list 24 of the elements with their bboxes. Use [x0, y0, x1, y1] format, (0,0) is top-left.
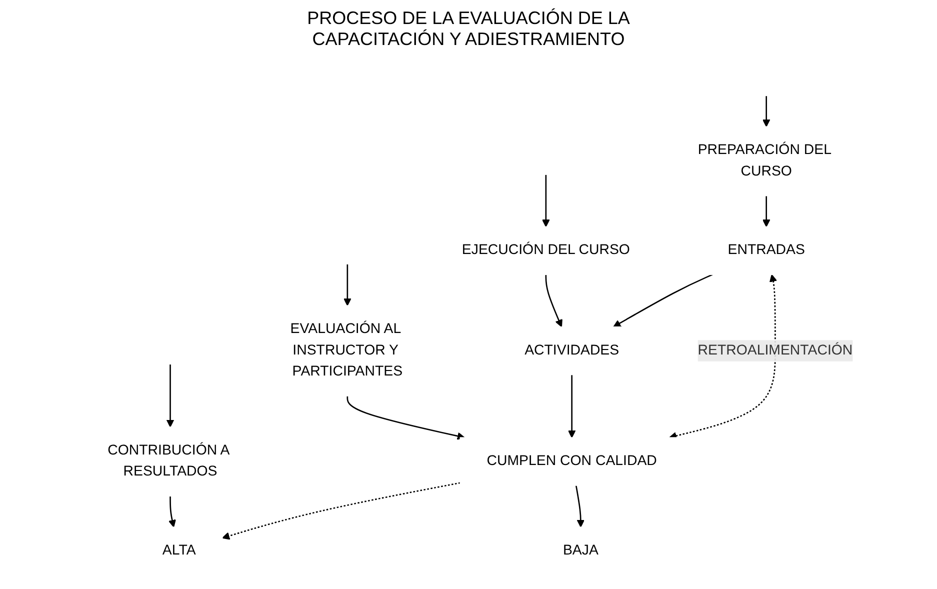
arrow: [762, 195, 770, 227]
node-text: PREPARACIÓN DEL CURSO: [698, 142, 832, 178]
node-text: ALTA: [162, 542, 196, 558]
arrow: [542, 174, 550, 227]
arrow: [166, 364, 174, 427]
arrow: [576, 484, 585, 527]
node-text: CONTRIBUCIÓN A RESULTADOS: [108, 442, 230, 479]
arrow: [222, 482, 461, 540]
arrow: [669, 274, 778, 440]
arrow: [344, 263, 352, 306]
arrow: [346, 395, 466, 440]
diagram-title: PROCESO DE LA EVALUACIÓN DE LA CAPACITACIÓN Y ADIESTRAMIENTO: [306, 8, 631, 50]
edge-label: RETROALIMENTACIÓN: [698, 342, 853, 358]
arrow: [168, 496, 176, 527]
arrow: [545, 274, 563, 327]
node-text: EJECUCIÓN DEL CURSO: [462, 242, 630, 258]
node-text: CUMPLEN CON CALIDAD: [486, 453, 658, 468]
arrow: [613, 274, 713, 327]
node-text: ENTRADAS: [728, 242, 806, 258]
arrow: [762, 95, 770, 127]
arrow: [568, 374, 576, 438]
node-text: ACTIVIDADES: [524, 342, 620, 358]
node-text: EVALUACIÓN AL INSTRUCTOR Y PARTICIPANTES: [290, 321, 403, 379]
node-text: BAJA: [563, 542, 599, 558]
